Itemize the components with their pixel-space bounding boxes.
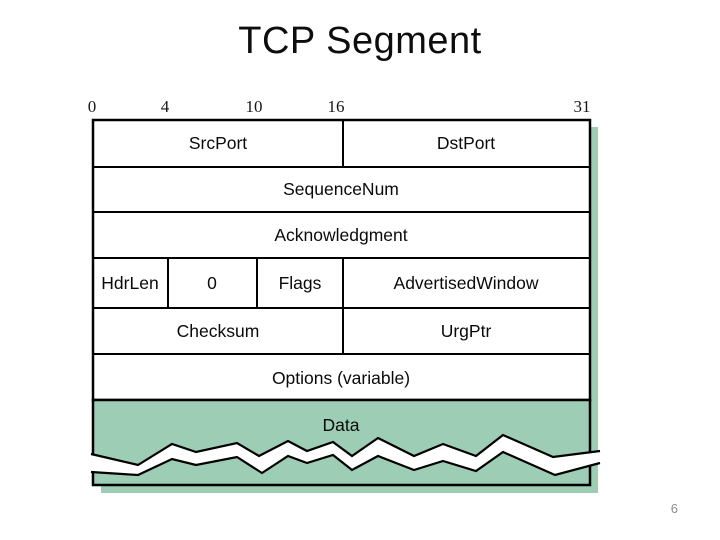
tear-lower-edge [90,450,601,477]
tcp-segment-diagram: 0 4 10 16 31 SrcPort DstPort SequenceNum… [88,97,601,493]
field-hdr-len: HdrLen [101,273,158,293]
field-zero: 0 [207,273,217,293]
field-options: Options (variable) [272,368,410,388]
field-acknowledgment: Acknowledgment [274,225,407,245]
bit-label-31: 31 [574,97,591,116]
field-checksum: Checksum [177,321,260,341]
field-data: Data [323,415,360,435]
field-src-port: SrcPort [189,133,247,153]
field-dst-port: DstPort [437,133,495,153]
field-advertised-window: AdvertisedWindow [394,273,539,293]
bit-label-10: 10 [246,97,263,116]
bit-label-0: 0 [88,97,97,116]
field-urg-ptr: UrgPtr [441,321,492,341]
field-flags: Flags [279,273,322,293]
bit-label-4: 4 [161,97,170,116]
tear-upper-edge [90,433,601,467]
page-number: 6 [670,501,678,516]
diagram-shadow-right [590,127,598,493]
diagram-shadow-bottom [101,485,598,493]
field-sequence-num: SequenceNum [283,179,399,199]
bit-label-16: 16 [328,97,345,116]
page-title: TCP Segment [238,20,482,62]
tear-break [91,435,600,475]
